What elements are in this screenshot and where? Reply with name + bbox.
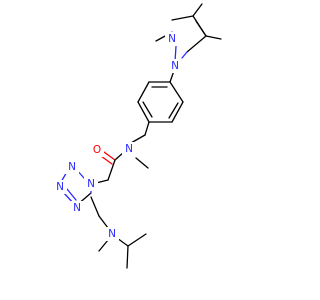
bond (100, 155, 113, 165)
bond (127, 233, 147, 247)
bond (135, 157, 149, 169)
bond (171, 101, 184, 123)
bond (169, 81, 184, 103)
bond (195, 20, 207, 37)
atom-amine-n: N (108, 228, 116, 240)
bond (137, 81, 150, 103)
atom-tetrazole-n4: N (73, 202, 81, 214)
bond (137, 101, 150, 123)
bond (98, 215, 109, 229)
bond (171, 15, 194, 21)
bond (186, 35, 207, 53)
bond (130, 134, 146, 144)
atom-layer: N N N O N N N N N (53, 32, 182, 241)
bond (181, 51, 188, 59)
bond (103, 151, 116, 161)
bond (168, 102, 179, 119)
atom-carbonyl-o: O (93, 144, 101, 156)
atom-tetrazole-n2: N (68, 161, 76, 173)
atom-amide-n: N (125, 143, 133, 155)
bond (98, 239, 109, 252)
bond (205, 35, 222, 40)
bond (107, 159, 116, 181)
bond (90, 196, 100, 217)
atom-tetrazole-n3: N (56, 181, 64, 193)
bond (66, 188, 77, 201)
atom-tetrazole-n1: N (87, 178, 95, 190)
bond (142, 101, 153, 118)
atom-pyrazole-n2: N (168, 33, 176, 45)
bond (126, 245, 129, 269)
molecule-structure-diagram: N N N O N N N N N (53, 3, 222, 269)
bond (192, 3, 203, 17)
bond-layer (60, 3, 222, 269)
bond (144, 121, 150, 136)
atom-pyrazole-n1: N (171, 60, 179, 72)
